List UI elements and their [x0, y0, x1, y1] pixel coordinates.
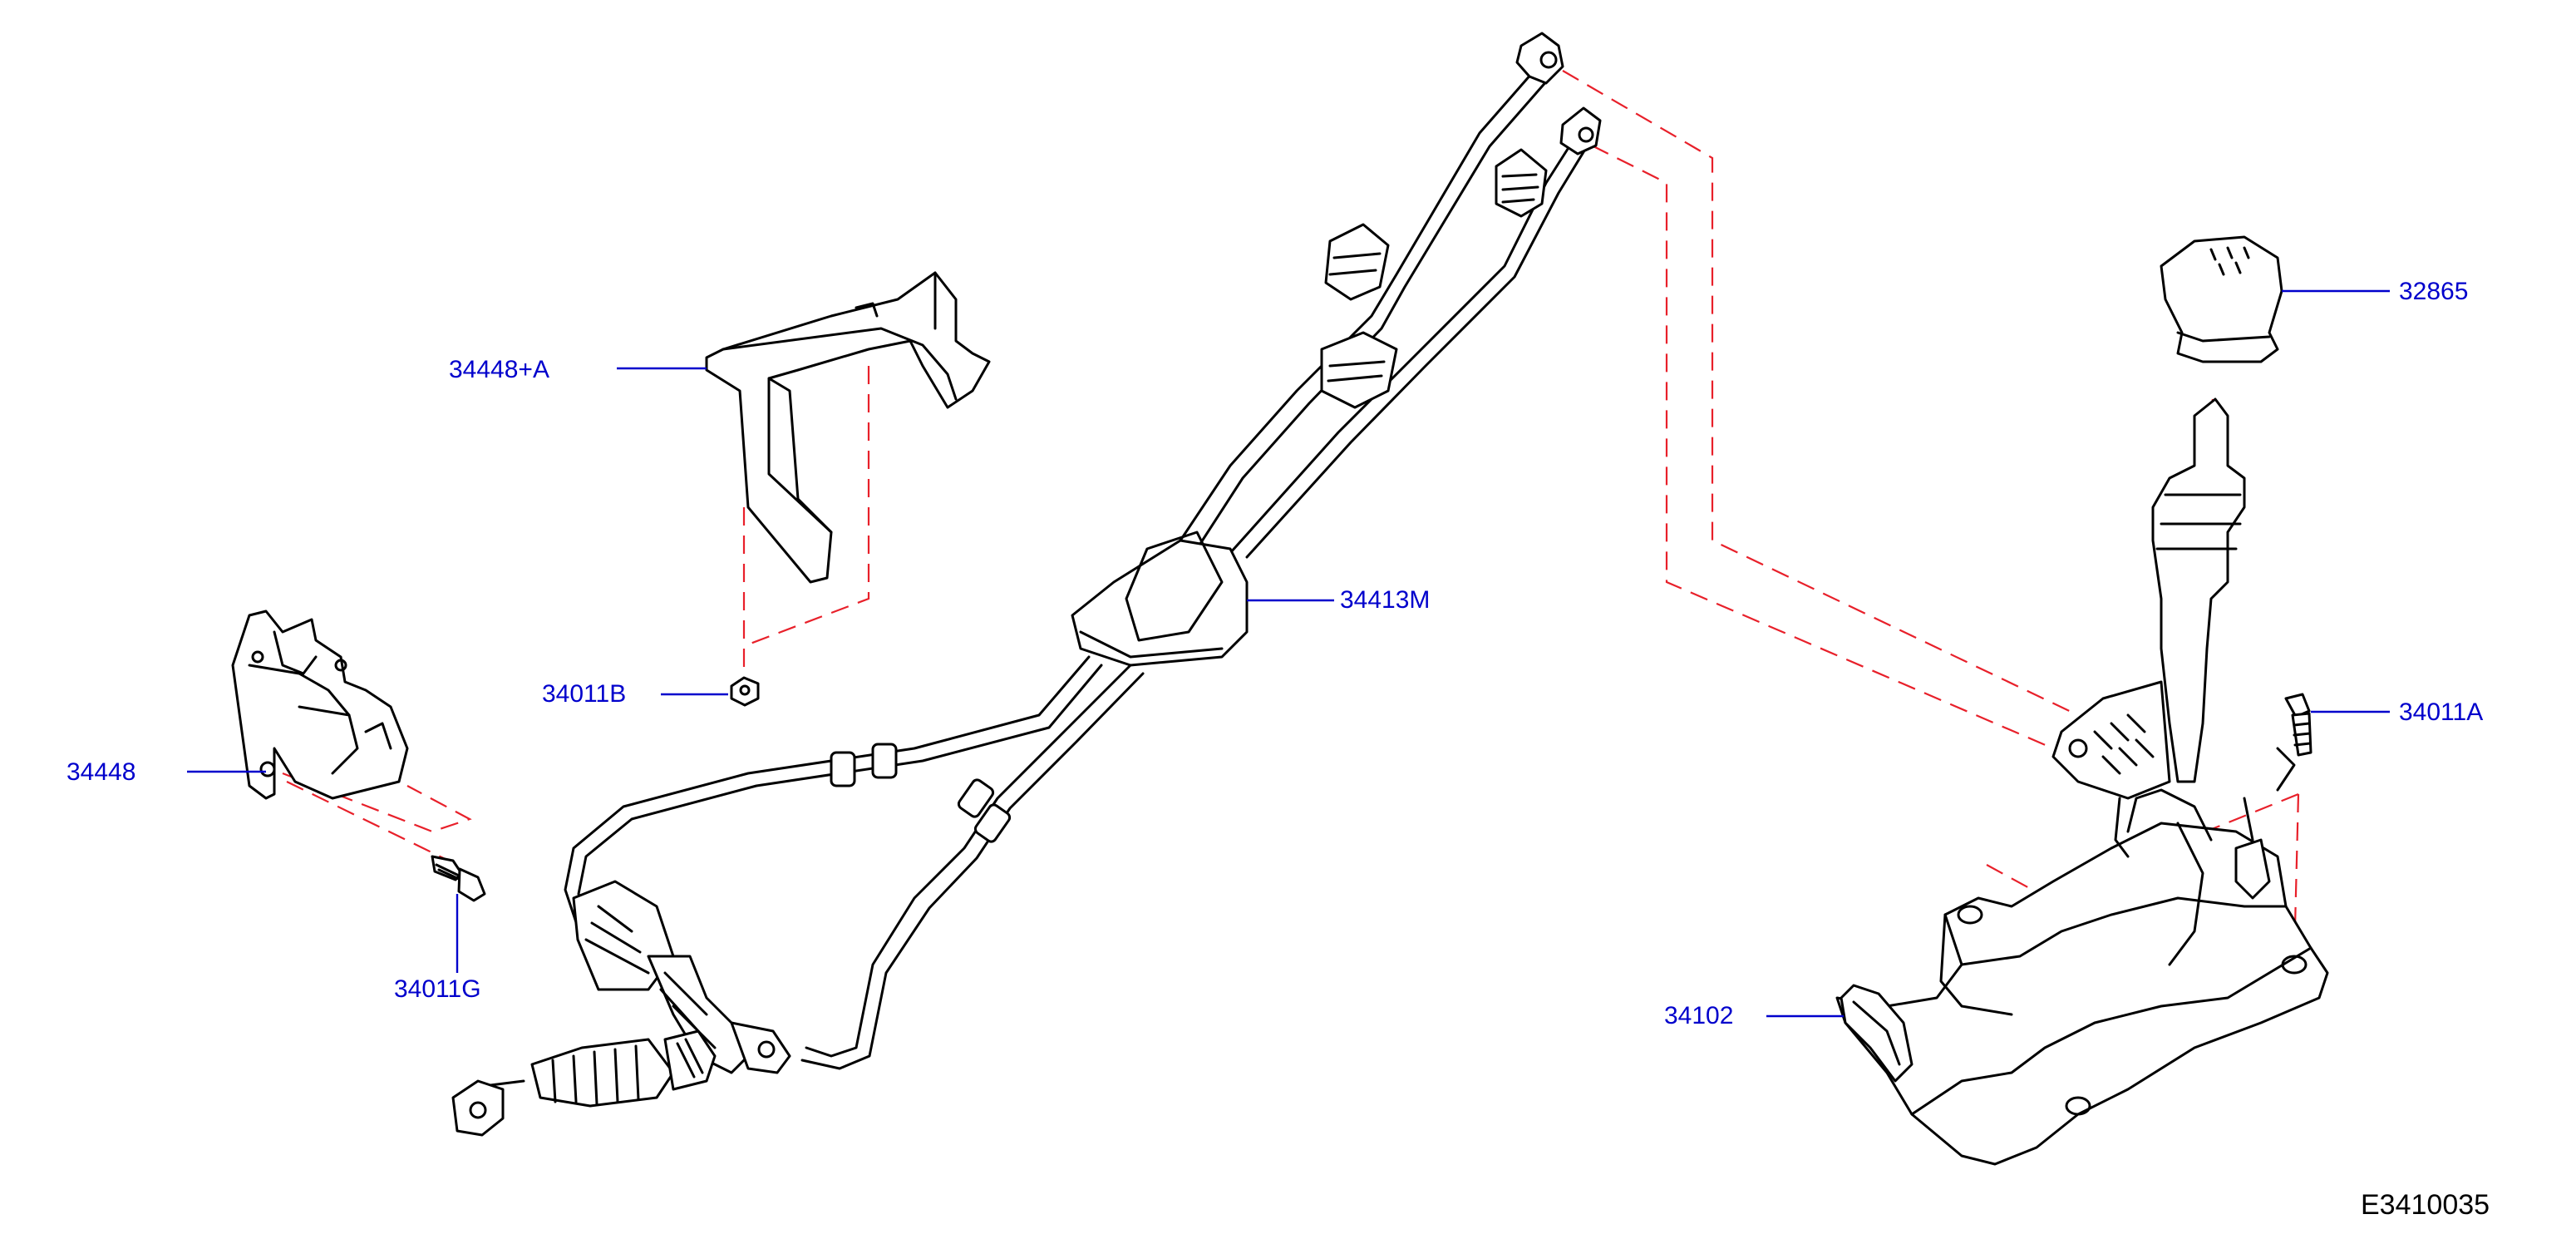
nut-34011b — [730, 676, 760, 707]
callout-34448: 34448 — [66, 758, 136, 786]
bolt-34011a — [2284, 693, 2312, 757]
callout-34011g: 34011G — [394, 975, 481, 1003]
shifter-assembly-34102 — [1835, 397, 2329, 1166]
callout-34413m: 34413M — [1340, 586, 1431, 614]
bracket-34448 — [231, 610, 409, 800]
callout-34011a: 34011A — [2399, 698, 2484, 726]
shift-knob-32865 — [2160, 235, 2283, 363]
callout-34011b: 34011B — [542, 680, 627, 708]
bolt-34011g — [431, 855, 486, 902]
cable-assembly-34413m — [451, 32, 1602, 1137]
diagram-reference-code: E3410035 — [2361, 1189, 2490, 1221]
callout-34102: 34102 — [1664, 1002, 1734, 1029]
callout-34448a: 34448+A — [449, 356, 549, 383]
callout-32865: 32865 — [2399, 278, 2469, 305]
bracket-34448a — [705, 271, 991, 584]
callout-leaders — [187, 289, 2390, 1018]
